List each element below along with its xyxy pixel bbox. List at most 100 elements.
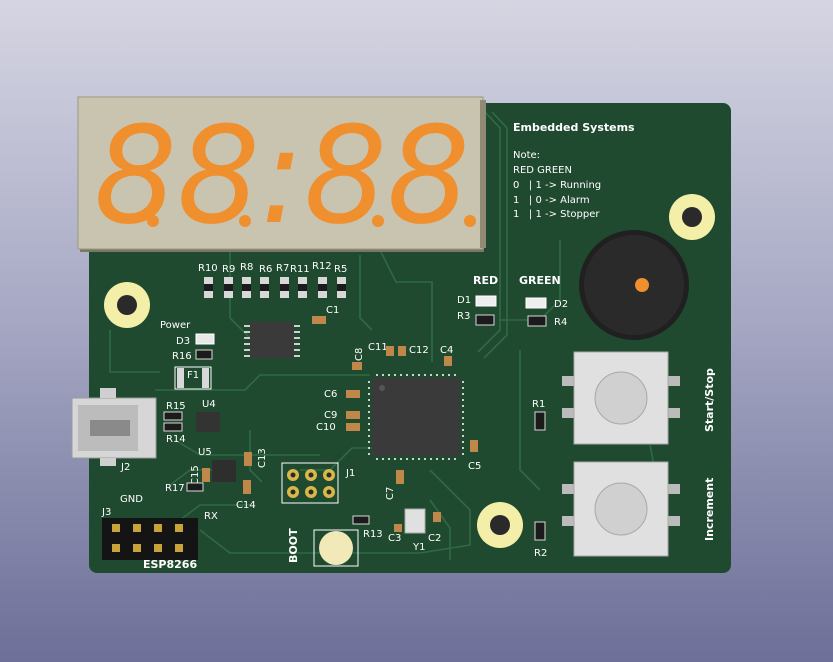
ref-r7: R7 [276, 263, 289, 274]
j1-outline [281, 462, 339, 504]
red-led-label: RED [473, 274, 498, 287]
ref-r2: R2 [534, 548, 547, 559]
fuse-pad [202, 368, 209, 388]
ref-y1: Y1 [412, 542, 425, 553]
capacitor-c8 [352, 362, 362, 370]
resistor-r14 [163, 422, 183, 432]
mounting-hole [477, 502, 523, 548]
boot-button[interactable] [313, 529, 359, 567]
resistor-r2 [534, 521, 546, 541]
capacitor-c11 [386, 346, 394, 356]
ref-c5: C5 [468, 461, 481, 472]
mounting-holes [104, 194, 715, 548]
ref-r9: R9 [222, 264, 235, 275]
resistor-r16 [195, 349, 213, 360]
note-row: 1 | 1 -> Stopper [513, 209, 600, 220]
resistor-r17 [186, 482, 204, 492]
header-gnd-label: GND [120, 494, 143, 505]
esp8266-header [102, 518, 198, 560]
resistor-r1 [534, 411, 546, 431]
ref-c1: C1 [326, 305, 339, 316]
display-digits: 88:88 [94, 98, 470, 254]
increment-label: Increment [703, 478, 716, 541]
regulator-u5 [212, 460, 236, 482]
fuse-pad [177, 368, 184, 388]
capacitor-c9 [346, 411, 360, 419]
fuse-outline [174, 366, 212, 390]
ref-r12: R12 [312, 261, 332, 272]
header-rx-label: RX [204, 511, 218, 522]
ref-c7: C7 [385, 487, 396, 500]
ref-r3: R3 [457, 311, 470, 322]
ref-c9: C9 [324, 410, 337, 421]
ref-f1: F1 [187, 370, 199, 381]
capacitor-c5 [470, 440, 478, 452]
capacitor-c2 [433, 512, 441, 522]
ref-d2: D2 [554, 299, 568, 310]
resistor-r3 [475, 314, 495, 326]
red-led [475, 295, 497, 307]
mounting-hole [669, 194, 715, 240]
capacitor-c4 [444, 356, 452, 366]
ref-j1: J1 [345, 468, 355, 479]
ref-r11: R11 [290, 264, 310, 275]
ref-r10: R10 [198, 263, 218, 274]
microcontroller-ic [368, 374, 464, 460]
ref-c4: C4 [440, 345, 453, 356]
ref-r14: R14 [166, 434, 186, 445]
ref-c6: C6 [324, 389, 337, 400]
crystal-y1 [404, 508, 426, 534]
ref-c12: C12 [409, 345, 429, 356]
ref-r8: R8 [240, 262, 253, 273]
usb-connector [71, 388, 157, 466]
capacitor-c3 [394, 524, 402, 532]
resistor-r13 [352, 515, 370, 525]
note-row: 1 | 0 -> Alarm [513, 195, 590, 206]
ref-c8: C8 [354, 348, 365, 361]
ref-c3: C3 [388, 533, 401, 544]
capacitor-c13 [244, 452, 252, 466]
j1-header [287, 469, 335, 498]
resistor-r4 [527, 315, 547, 327]
ref-c2: C2 [428, 533, 441, 544]
capacitor-c15 [202, 468, 210, 482]
green-led [525, 297, 547, 309]
shift-register-ic [244, 322, 300, 358]
capacitor-c1 [312, 316, 326, 324]
ref-d3: D3 [176, 336, 190, 347]
seven-segment-display: 88:88 [77, 96, 486, 254]
capacitor-c10 [346, 423, 360, 431]
boot-label: BOOT [287, 528, 300, 563]
ref-u4: U4 [202, 399, 216, 410]
ref-r1: R1 [532, 399, 545, 410]
ref-c10: C10 [316, 422, 336, 433]
note-header-row: RED GREEN [513, 165, 572, 176]
capacitor-c6 [346, 390, 360, 398]
ref-j2: J2 [120, 462, 130, 473]
start-stop-label: Start/Stop [703, 368, 716, 432]
increment-button[interactable] [562, 461, 680, 557]
ref-r13: R13 [363, 529, 383, 540]
ref-r15: R15 [166, 401, 186, 412]
note-heading: Note: [513, 150, 540, 161]
power-led [195, 333, 215, 345]
ref-d1: D1 [457, 295, 471, 306]
start-stop-button[interactable] [562, 351, 680, 445]
ref-c14: C14 [236, 500, 256, 511]
capacitor-c14 [243, 480, 251, 494]
ref-r5: R5 [334, 264, 347, 275]
capacitor-c12 [398, 346, 406, 356]
ref-c13: C13 [257, 448, 268, 468]
board-title: Embedded Systems [513, 121, 635, 134]
ref-r6: R6 [259, 264, 272, 275]
ref-j3: J3 [101, 507, 111, 518]
ref-c15: C15 [190, 465, 201, 485]
buzzer [579, 230, 689, 340]
mounting-hole [104, 282, 150, 328]
capacitor-c7 [396, 470, 404, 484]
resistor-row: R10 R9 R8 R6 R7 R11 R12 R5 [198, 261, 347, 298]
ref-r17: R17 [165, 483, 185, 494]
note-row: 0 | 1 -> Running [513, 180, 601, 191]
resistor-r15 [163, 411, 183, 421]
